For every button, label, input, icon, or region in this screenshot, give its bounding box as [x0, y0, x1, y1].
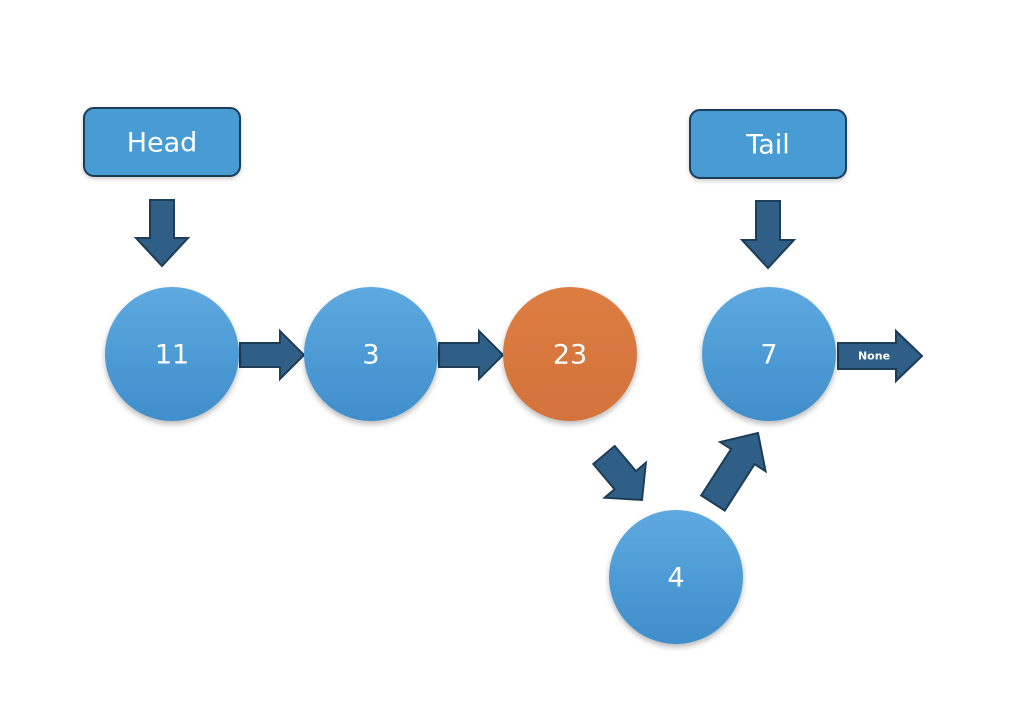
node-value: 11	[155, 340, 189, 371]
arrow-head-to-11	[133, 199, 191, 268]
list-node-3: 3	[304, 287, 438, 421]
arrow-7-to-none	[837, 328, 924, 384]
arrow-4-to-7	[699, 431, 768, 512]
head-pointer-box: Head	[83, 107, 241, 177]
tail-pointer-box: Tail	[689, 109, 847, 179]
list-node-7: 7	[702, 287, 836, 421]
arrow-11-to-3	[239, 328, 306, 382]
arrow-23-to-4	[591, 444, 648, 502]
node-value: 4	[667, 563, 684, 594]
arrows-group	[133, 199, 924, 512]
arrow-tail-to-7	[739, 200, 797, 270]
none-terminal-label: None	[858, 350, 890, 363]
list-node-23-highlighted: 23	[503, 287, 637, 421]
node-value: 23	[553, 340, 587, 371]
arrow-3-to-23	[438, 328, 505, 382]
head-label: Head	[127, 128, 198, 159]
tail-label: Tail	[745, 130, 790, 161]
list-node-4: 4	[609, 510, 743, 644]
list-node-11: 11	[105, 287, 239, 421]
node-value: 7	[760, 340, 777, 371]
node-value: 3	[362, 340, 379, 371]
